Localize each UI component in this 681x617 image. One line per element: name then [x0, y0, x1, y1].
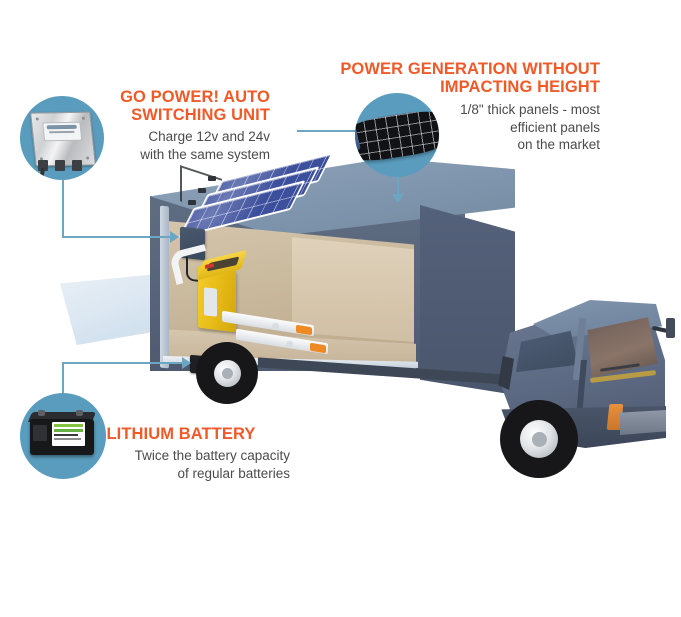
leader-solar-vertical	[397, 160, 399, 196]
cargo-box-front	[420, 205, 515, 395]
flexible-solar-panel-photo-icon	[355, 93, 439, 177]
leader-battery-arrow-icon	[182, 357, 191, 369]
front-bumper	[620, 410, 666, 435]
lithium-battery-photo-icon	[20, 393, 106, 479]
leader-switching-horizontal	[62, 236, 172, 238]
side-mirror	[666, 318, 675, 338]
callout-solar-body-line1: 1/8" thick panels - most	[460, 102, 600, 117]
fork-roller	[272, 323, 279, 330]
leader-solar-arrow-icon	[392, 194, 404, 203]
callout-solar-panels: POWER GENERATION WITHOUT IMPACTING HEIGH…	[330, 60, 600, 154]
callout-lithium-battery: LITHIUM BATTERY Twice the battery capaci…	[50, 425, 290, 482]
callout-solar-body-line3: on the market	[517, 137, 600, 152]
pallet-jack-control-panel	[204, 287, 217, 317]
solar-panel-array	[178, 152, 378, 238]
callout-switching-title-line1: GO POWER! AUTO	[120, 88, 270, 106]
callout-switching-title-line2: SWITCHING UNIT	[131, 106, 270, 124]
leader-switching-vertical	[62, 180, 64, 238]
callout-battery-body-line2: of regular batteries	[177, 465, 290, 481]
callout-switching-body-line1: Charge 12v and 24v	[148, 129, 270, 144]
panel-clip-icon	[198, 188, 206, 193]
panel-clip-icon	[208, 176, 216, 181]
callout-battery-body-line1: Twice the battery capacity	[134, 448, 290, 463]
callout-solar-title-line2: IMPACTING HEIGHT	[440, 78, 600, 96]
callout-switching-unit: GO POWER! AUTO SWITCHING UNIT Charge 12v…	[20, 88, 270, 163]
panel-clip-icon	[188, 200, 196, 205]
callout-battery-title-line1: LITHIUM BATTERY	[106, 425, 256, 443]
callout-switching-body-line2: with the same system	[140, 146, 270, 162]
leader-battery-vertical	[62, 362, 64, 416]
truck-illustration	[0, 152, 681, 580]
leader-solar-horizontal	[297, 130, 357, 132]
leader-switching-arrow-icon	[170, 231, 179, 243]
fork-roller	[286, 341, 293, 348]
callout-solar-body-line2: efficient panels	[510, 119, 600, 135]
cargo-door-frame	[160, 205, 169, 369]
cab-step	[498, 356, 514, 390]
auto-switching-unit-photo-icon	[20, 96, 104, 180]
callout-solar-title-line1: POWER GENERATION WITHOUT	[340, 60, 600, 78]
front-hub-center	[532, 432, 547, 447]
leader-battery-horizontal	[62, 362, 184, 364]
rear-hub-center	[222, 368, 233, 379]
